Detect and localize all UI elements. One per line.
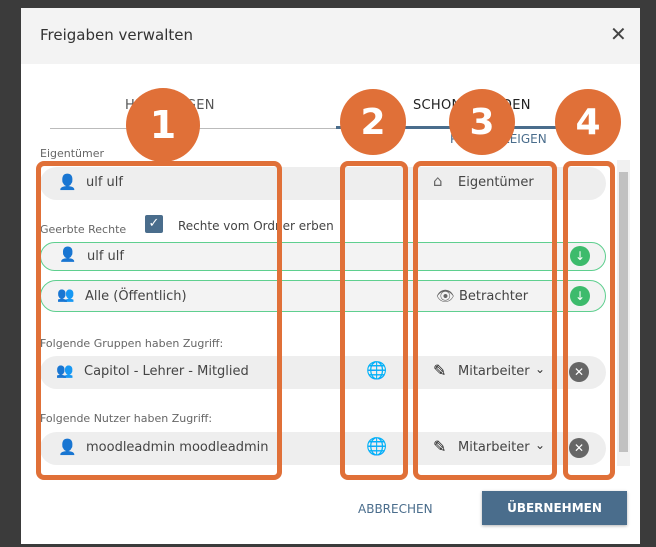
role-dropdown[interactable]: Mitarbeiter	[458, 440, 530, 455]
pencil-icon: ✎	[433, 437, 447, 456]
role-dropdown[interactable]: Mitarbeiter	[458, 364, 530, 379]
remove-icon[interactable]: ✕	[569, 438, 589, 458]
annotation-box-4	[563, 161, 615, 480]
row-name: moodleadmin moodleadmin	[86, 440, 269, 455]
group-icon: 👥	[57, 287, 75, 303]
scrollbar[interactable]	[617, 160, 630, 466]
globe-icon[interactable]: 🌐	[366, 361, 388, 381]
inherited-row: 👥 Alle (Öffentlich) 👁 Betrachter ↓	[40, 280, 606, 312]
annotation-badge-4: 4	[555, 89, 621, 155]
row-role: Betrachter	[459, 289, 529, 304]
person-icon: 👤	[58, 173, 77, 191]
row-name: ulf ulf	[87, 249, 124, 264]
pencil-icon: ✎	[433, 361, 447, 380]
inherit-checkbox[interactable]: ✓	[145, 215, 163, 233]
users-label: Folgende Nutzer haben Zugriff:	[40, 412, 213, 425]
user-row: 👤 moodleadmin moodleadmin 🌐 ✎ Mitarbeite…	[40, 432, 606, 465]
row-name: Capitol - Lehrer - Mitglied	[84, 364, 249, 379]
groups-label: Folgende Gruppen haben Zugriff:	[40, 337, 224, 350]
group-icon: 👥	[56, 363, 74, 379]
owner-label: Eigentümer	[40, 147, 105, 160]
chevron-down-icon[interactable]: ⌄	[535, 438, 546, 452]
row-name: Alle (Öffentlich)	[85, 289, 187, 304]
row-name: ulf ulf	[86, 175, 123, 190]
row-role: Eigentümer	[458, 175, 534, 190]
chevron-down-icon[interactable]: ⌄	[535, 362, 546, 376]
annotation-badge-1: 1	[126, 88, 200, 162]
annotation-box-3	[413, 161, 557, 480]
inherited-label: Geerbte Rechte	[40, 223, 127, 236]
eye-icon: 👁	[436, 287, 456, 305]
annotation-box-2	[340, 161, 408, 480]
cancel-button[interactable]: ABBRECHEN	[358, 502, 433, 516]
dialog-header	[21, 8, 640, 64]
inherited-row: 👤 ulf ulf ↓	[40, 242, 606, 271]
home-icon: ⌂	[433, 172, 443, 190]
apply-button[interactable]: ÜBERNEHMEN	[482, 491, 627, 525]
globe-icon[interactable]: 🌐	[366, 437, 388, 457]
close-icon[interactable]: ✕	[610, 22, 627, 46]
person-icon: 👤	[59, 247, 77, 263]
remove-icon[interactable]: ✕	[569, 362, 589, 382]
dialog-title: Freigaben verwalten	[40, 26, 194, 44]
annotation-badge-3: 3	[449, 89, 515, 155]
group-row: 👥 Capitol - Lehrer - Mitglied 🌐 ✎ Mitarb…	[40, 356, 606, 389]
person-icon: 👤	[58, 438, 77, 456]
arrow-down-icon[interactable]: ↓	[570, 246, 590, 266]
inherit-checkbox-label: Rechte vom Ordner erben	[178, 219, 334, 233]
owner-row: 👤 ulf ulf ⌂ Eigentümer	[40, 167, 606, 200]
arrow-down-icon[interactable]: ↓	[570, 286, 590, 306]
annotation-badge-2: 2	[340, 89, 406, 155]
annotation-box-1	[36, 161, 282, 480]
